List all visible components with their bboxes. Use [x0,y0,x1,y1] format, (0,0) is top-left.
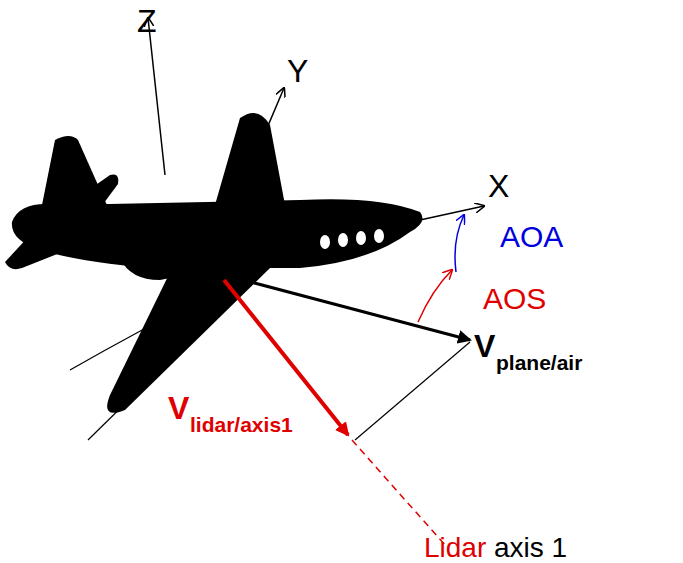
axis-label: Z [137,5,157,37]
x-axis [420,206,484,220]
aoa-arc [455,215,464,272]
axis-label: X [488,170,509,202]
vector-symbol: V [474,330,495,362]
lidar-axis-line [352,440,445,545]
vector-subscript: plane/air [496,352,582,373]
y-axis [245,88,284,180]
axis-name: Lidar [424,534,486,562]
axis-label: Y [287,55,308,87]
axis-name: axis 1 [494,534,567,562]
lidar-vector [224,280,348,435]
projection-line [355,342,470,440]
vector-symbol: V [168,392,189,424]
cabin-windows [320,229,384,249]
vector-subscript: lidar/axis1 [190,414,293,435]
aos-arc [418,270,452,322]
airplane-silhouette [5,113,422,413]
z-axis [148,18,165,175]
angle-label: AOS [483,284,546,314]
angle-label: AOA [500,222,563,252]
